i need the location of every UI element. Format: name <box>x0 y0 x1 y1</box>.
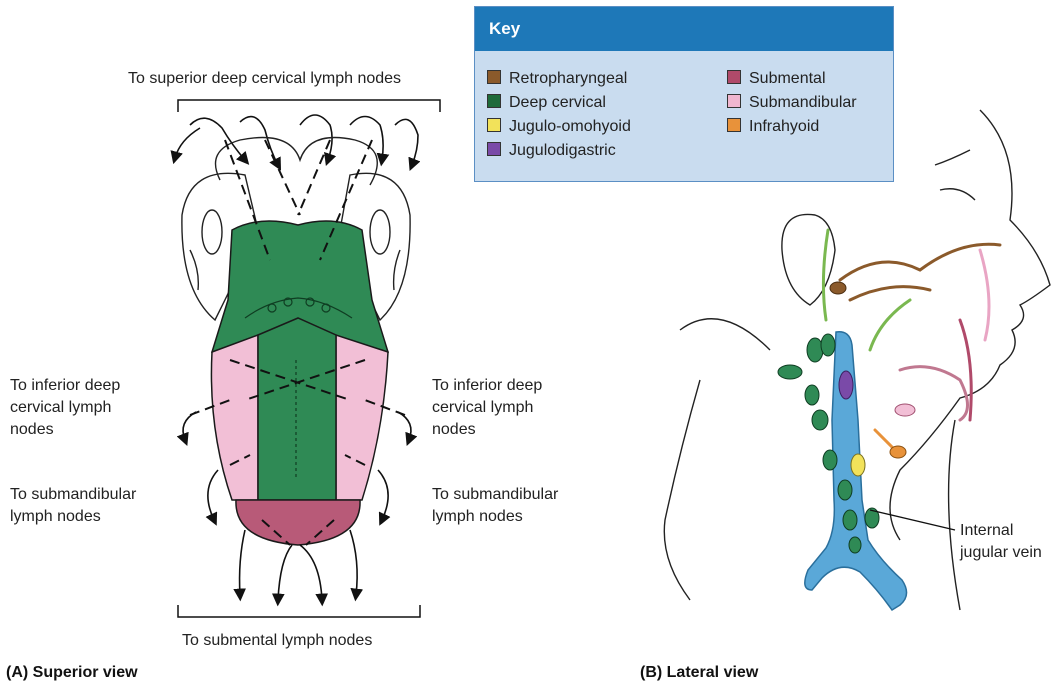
key-swatch <box>727 94 741 108</box>
infrahyoid-node <box>890 446 906 458</box>
retropharyngeal-node <box>830 282 846 294</box>
caption-superior-view: (A) Superior view <box>6 664 138 682</box>
submandibular-node <box>895 404 915 416</box>
label-right-submandibular: To submandibular lymph nodes <box>432 484 558 528</box>
key-item-jugulodigastric: Jugulodigastric <box>487 141 616 161</box>
key-item-retropharyngeal: Retropharyngeal <box>487 69 627 89</box>
key-swatch <box>487 142 501 156</box>
top-bracket <box>178 100 440 112</box>
tongue-right-submandibular <box>336 335 388 500</box>
tongue-central-deep-cervical <box>258 318 336 500</box>
bottom-bracket <box>178 605 420 617</box>
jugulo-omohyoid-node <box>851 454 865 476</box>
key-swatch <box>487 94 501 108</box>
vein-leader-line <box>870 510 955 530</box>
key-swatch <box>487 118 501 132</box>
key-item-submandibular: Submandibular <box>727 93 857 113</box>
tongue-tip-submental <box>236 500 360 545</box>
key-item-jugulo-omohyoid: Jugulo-omohyoid <box>487 117 631 137</box>
key-item-submental: Submental <box>727 69 826 89</box>
label-submental: To submental lymph nodes <box>182 630 372 652</box>
key-title: Key <box>475 7 893 51</box>
label-left-submandibular: To submandibular lymph nodes <box>10 484 136 528</box>
caption-lateral-view: (B) Lateral view <box>640 664 758 682</box>
tongue-left-submandibular <box>211 335 258 500</box>
label-superior-deep-cervical: To superior deep cervical lymph nodes <box>128 68 401 90</box>
color-key: Key Retropharyngeal Deep cervical Jugulo… <box>474 6 894 182</box>
superior-arrows <box>175 115 418 165</box>
key-swatch <box>727 118 741 132</box>
label-left-inferior-deep-cervical: To inferior deep cervical lymph nodes <box>10 375 120 441</box>
label-right-inferior-deep-cervical: To inferior deep cervical lymph nodes <box>432 375 542 441</box>
jugulodigastric-node <box>839 371 853 399</box>
key-item-deep-cervical: Deep cervical <box>487 93 606 113</box>
key-item-infrahyoid: Infrahyoid <box>727 117 819 137</box>
key-swatch <box>727 70 741 84</box>
key-swatch <box>487 70 501 84</box>
label-internal-jugular-vein: Internal jugular vein <box>960 520 1042 564</box>
